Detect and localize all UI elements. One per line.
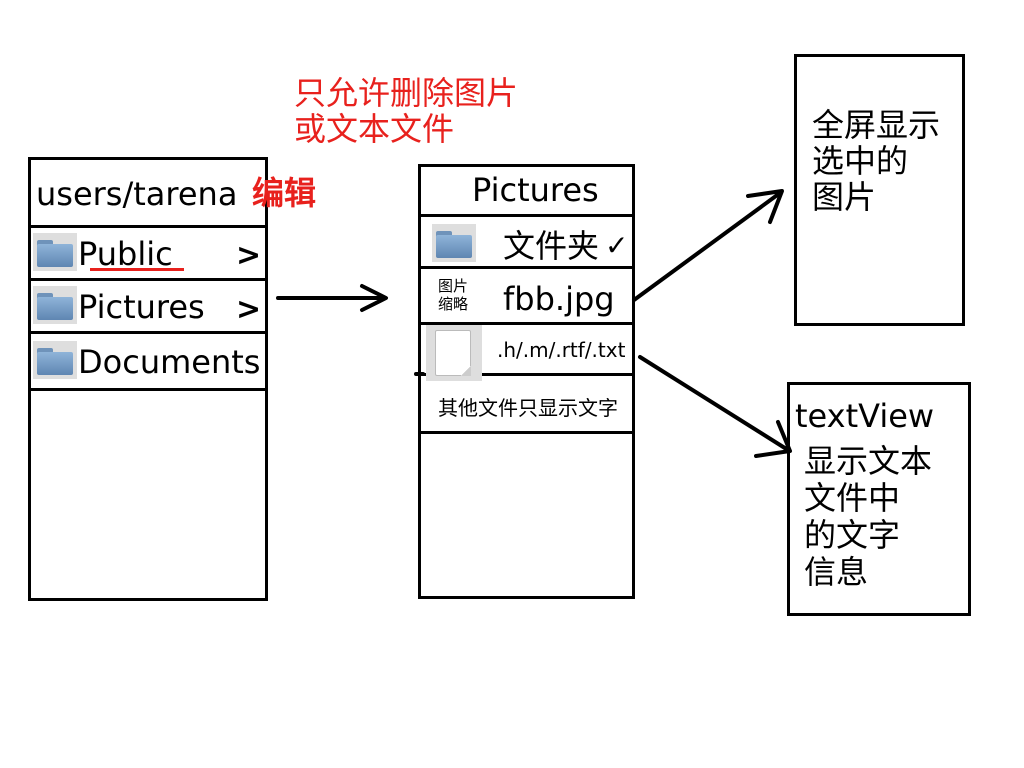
arrow-to-image-view — [632, 189, 784, 302]
left-row-divider — [28, 331, 268, 334]
edit-button[interactable]: 编辑 — [252, 174, 317, 212]
folder-icon — [33, 341, 77, 379]
list-item-label: 文件夹 — [503, 227, 600, 265]
list-item-label: fbb.jpg — [503, 280, 615, 318]
middle-header-divider — [418, 214, 635, 217]
delete-rule-line2: 或文本文件 — [294, 110, 455, 148]
middle-row-divider — [418, 266, 635, 269]
arrow-to-pictures — [276, 284, 388, 312]
list-item-label: Pictures — [78, 288, 205, 326]
list-item-label: .h/.m/.rtf/.txt — [497, 338, 626, 362]
folder-icon — [33, 233, 77, 271]
left-row-divider — [28, 388, 268, 391]
list-item-label: Public — [78, 235, 173, 273]
text-view-title: textView — [795, 397, 935, 435]
left-header-divider — [28, 225, 268, 228]
delete-rule-line1: 只允许删除图片 — [294, 74, 519, 112]
folder-icon — [33, 286, 77, 324]
image-view-panel — [794, 54, 965, 326]
chevron-right-icon[interactable]: > — [236, 238, 262, 273]
left-row-divider — [28, 278, 268, 281]
checkmark-icon: ✓ — [605, 229, 629, 262]
text-view-panel — [787, 382, 971, 616]
image-view-text: 全屏显示 选中的 图片 — [812, 106, 941, 216]
middle-row-divider — [418, 373, 635, 376]
arrow-to-text-view — [638, 355, 792, 458]
thumbnail-placeholder: 图片 缩略 — [438, 277, 469, 313]
middle-row-divider — [418, 431, 635, 434]
text-view-description: 显示文本 文件中 的文字 信息 — [804, 442, 933, 591]
document-icon — [426, 325, 482, 381]
list-item-label: Documents — [78, 343, 261, 381]
folder-icon — [432, 224, 476, 262]
left-panel — [28, 157, 268, 601]
chevron-right-icon[interactable]: > — [236, 292, 262, 327]
path-title: users/tarena — [36, 175, 238, 213]
other-files-note: 其他文件只显示文字 — [438, 396, 618, 420]
middle-row-divider — [418, 322, 635, 325]
edit-underline — [90, 268, 184, 271]
panel-title: Pictures — [472, 171, 599, 209]
